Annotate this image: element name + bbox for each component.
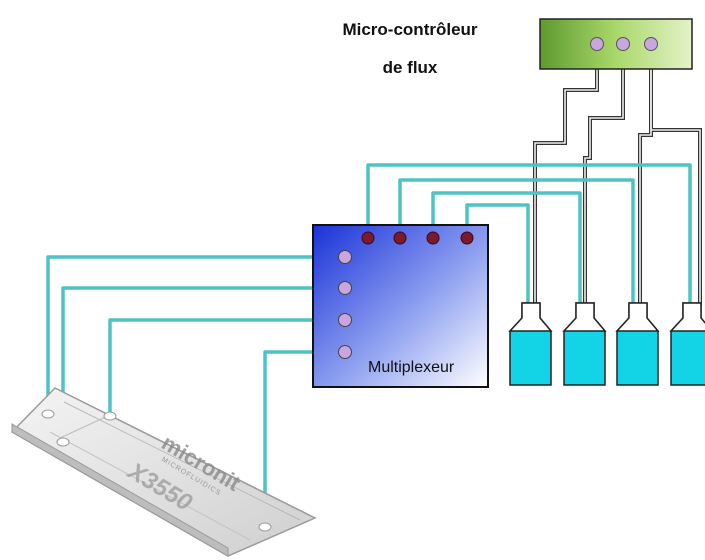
reservoir-2 (562, 302, 607, 386)
mux-side-port-4 (338, 345, 352, 359)
controller-port-2 (616, 37, 630, 51)
mux-top-port-3 (426, 231, 440, 245)
pneumatic-line-4 (649, 44, 702, 305)
chip-outlet (258, 522, 272, 532)
chip-inlet-2 (56, 437, 70, 447)
mux-side-port-3 (338, 313, 352, 327)
fluid-line-chip-1 (46, 255, 345, 412)
mux-top-port-2 (393, 231, 407, 245)
mux-top-port-4 (460, 231, 474, 245)
fluid-line-reservoir-4 (465, 203, 530, 305)
controller-port-1 (590, 37, 604, 51)
pneumatic-line-1 (533, 44, 599, 305)
mux-side-port-2 (338, 281, 352, 295)
pneumatic-lines (533, 44, 702, 305)
microfluidic-chip: micronit MICROFLUIDICS X3550 (10, 387, 317, 557)
reservoirs (508, 302, 705, 386)
reservoir-1 (508, 302, 553, 386)
controller-title-line-1: Micro-contrôleur (342, 20, 478, 39)
fluid-line-reservoir-1 (366, 163, 692, 305)
chip-inlet-3 (103, 411, 117, 421)
mux-side-port-1 (338, 250, 352, 264)
reservoir-3 (615, 302, 660, 386)
flow-controller (539, 18, 693, 70)
fluid-line-reservoir-3 (431, 191, 582, 305)
fluid-line-reservoir-2 (398, 178, 635, 305)
chip-inlet-1 (41, 409, 55, 419)
controller-port-3 (644, 37, 658, 51)
reservoir-4 (669, 302, 705, 386)
fluid-line-chip-2 (61, 286, 345, 440)
controller-title-line-2: de flux (382, 58, 438, 77)
fluid-lines (46, 163, 692, 525)
multiplexer-label: Multiplexeur (368, 359, 455, 376)
fluid-line-chip-3 (108, 318, 345, 414)
pneumatic-line-2 (583, 44, 625, 305)
multiplexer (312, 224, 489, 388)
mux-top-port-1 (361, 231, 375, 245)
